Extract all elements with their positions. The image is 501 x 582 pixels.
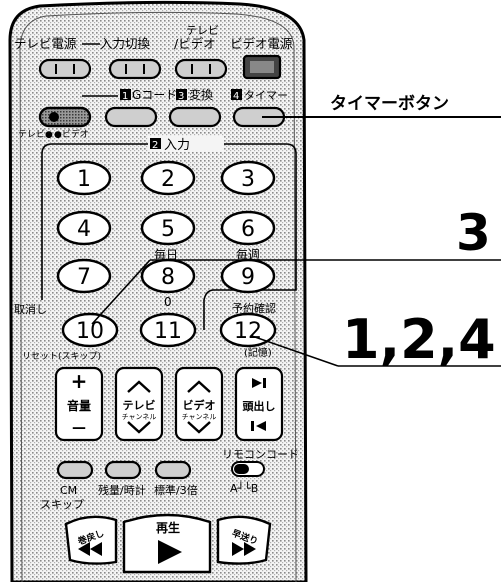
video-power-label: ビデオ電源 — [230, 36, 293, 51]
tv-video-toggle-button[interactable] — [38, 106, 92, 128]
number-button-11[interactable]: 11 — [139, 312, 197, 348]
cancel-label: 取消し — [14, 302, 47, 316]
cue-label: 頭出し — [243, 399, 276, 413]
weekly-label: 毎週 — [236, 247, 260, 262]
video-channel-key[interactable]: ビデオ チャンネル — [174, 366, 224, 442]
number-label-6: 6 — [241, 217, 255, 242]
tv-channel-label: テレビ — [123, 398, 156, 412]
zero-label: 0 — [164, 295, 172, 309]
remote-bevel — [19, 11, 297, 582]
timer-number: 4 — [233, 91, 239, 102]
number-label-7: 7 — [77, 265, 91, 290]
remote-code-label: リモコンコード — [222, 448, 299, 461]
number-button-4[interactable]: 4 — [56, 210, 112, 246]
reserve-check-label: 予約確認 — [232, 301, 276, 315]
tv-power-button[interactable] — [38, 58, 92, 80]
input-section-frame — [41, 143, 297, 330]
number-button-9[interactable]: 9 — [220, 258, 276, 294]
remaining-clock-button[interactable] — [104, 460, 142, 480]
number-button-12[interactable]: 12 — [219, 312, 277, 348]
rewind-button[interactable]: 巻戻し — [64, 515, 118, 565]
number-label-10: 10 — [76, 319, 104, 344]
number-button-7[interactable]: 7 — [56, 258, 112, 294]
number-label-5: 5 — [161, 217, 175, 242]
input-switch-label: 入力切換 — [100, 36, 151, 51]
timer-label: タイマー — [244, 89, 288, 102]
tv-small-label: テレビ● — [18, 129, 53, 140]
number-label-12: 12 — [234, 319, 262, 344]
step124-callout: 1,2,4 — [342, 308, 496, 371]
tv-video-label-bottom: /ビデオ — [174, 36, 216, 51]
number-button-1[interactable]: 1 — [56, 160, 112, 196]
remaining-clock-label: 残量/時計 — [98, 483, 146, 497]
change-label: 変換 — [189, 87, 213, 102]
number-button-6[interactable]: 6 — [220, 210, 276, 246]
input-switch-button[interactable] — [108, 58, 162, 80]
step3-callout-line-diag — [91, 259, 151, 325]
number-label-8: 8 — [161, 265, 175, 290]
input-section-number: 2 — [152, 140, 158, 151]
video-channel-label: ビデオ — [183, 398, 216, 412]
tv-video-label-top: テレビ — [186, 24, 219, 37]
volume-minus-label: — — [72, 420, 86, 436]
number-label-2: 2 — [161, 167, 175, 192]
number-label-1: 1 — [77, 167, 91, 192]
play-label: 再生 — [156, 520, 180, 535]
volume-key[interactable]: + 音量 — — [54, 366, 104, 442]
standard-3x-button[interactable] — [154, 460, 192, 480]
number-button-2[interactable]: 2 — [140, 160, 196, 196]
number-label-9: 9 — [241, 265, 255, 290]
prev-cue-icon — [256, 421, 266, 431]
number-label-3: 3 — [241, 167, 255, 192]
video-channel-sub-label: チャンネル — [182, 413, 217, 421]
tv-power-label: テレビ電源 — [14, 36, 77, 51]
play-button[interactable]: 再生 — [122, 513, 212, 574]
fast-forward-icon — [232, 542, 256, 556]
change-number: 3 — [178, 91, 184, 102]
number-label-4: 4 — [77, 217, 91, 242]
reset-skip-label: リセット(スキップ) — [22, 351, 101, 362]
g-code-number: 1 — [122, 91, 128, 102]
step3-callout: 3 — [456, 204, 491, 262]
g-code-button[interactable] — [104, 106, 158, 128]
number-button-5[interactable]: 5 — [140, 210, 196, 246]
tv-channel-key[interactable]: テレビ チャンネル — [114, 366, 164, 442]
volume-label: 音量 — [67, 398, 91, 413]
cue-key[interactable]: 頭出し — [234, 366, 284, 442]
change-button[interactable] — [168, 106, 222, 128]
number-button-3[interactable]: 3 — [220, 160, 276, 196]
daily-label: 毎日 — [154, 247, 178, 262]
cm-label: CM — [60, 484, 77, 497]
play-icon — [158, 540, 182, 564]
step124-callout-line-diag — [251, 335, 339, 367]
memory-label: (記憶) — [244, 346, 272, 359]
cm-skip-button[interactable] — [56, 460, 94, 480]
video-small-label: ●ビデオ — [54, 128, 89, 140]
skip-label: スキップ — [40, 498, 84, 511]
timer-button-callout: タイマーボタン — [330, 94, 449, 114]
standard-3x-label: 標準/3倍 — [154, 483, 198, 497]
tv-channel-sub-label: チャンネル — [122, 413, 157, 421]
input-section-label: 入力 — [164, 138, 190, 153]
tv-video-button[interactable] — [174, 58, 228, 80]
number-label-11: 11 — [154, 319, 182, 344]
fast-forward-button[interactable]: 早送り — [216, 515, 272, 565]
ab-label: A┘└B — [230, 481, 258, 495]
number-button-10[interactable]: 10 — [61, 312, 119, 348]
rewind-icon — [78, 542, 102, 556]
g-code-label: Gコード — [132, 88, 177, 102]
number-button-8[interactable]: 8 — [140, 258, 196, 294]
volume-plus-label: + — [71, 369, 88, 393]
next-cue-icon — [252, 378, 262, 388]
